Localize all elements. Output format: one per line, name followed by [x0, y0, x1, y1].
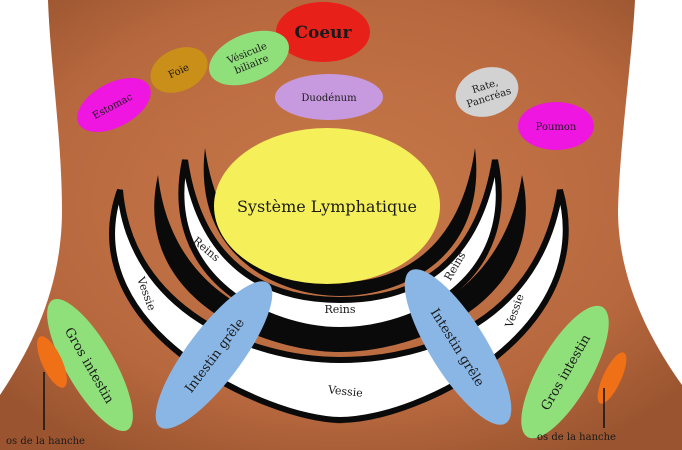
- duodenum-label: Duodénum: [301, 93, 357, 104]
- lymphatic-system: [214, 128, 440, 284]
- coeur-oval: [276, 2, 370, 62]
- reins-label-bottom: Reins: [324, 303, 355, 316]
- vesicule-oval: Vésicule biliaire: [209, 30, 289, 86]
- poumon-label: Poumon: [536, 122, 577, 133]
- hip-marker-left: [37, 336, 67, 388]
- hip-marker-right: [597, 352, 627, 404]
- coeur-label: Coeur: [294, 23, 352, 43]
- hip-label-left: os de la hanche: [6, 436, 85, 447]
- rate-pancreas-oval: Rate, Pancréas: [455, 67, 519, 117]
- foie-oval: [150, 47, 208, 93]
- lymphatic-label: Système Lymphatique: [237, 197, 417, 216]
- vessie-label-bottom: Vessie: [326, 383, 363, 400]
- estomac-oval: [77, 77, 151, 133]
- duodenum-oval: [275, 74, 383, 120]
- hip-label-right: os de la hanche: [537, 432, 616, 443]
- poumon-oval: [518, 102, 594, 150]
